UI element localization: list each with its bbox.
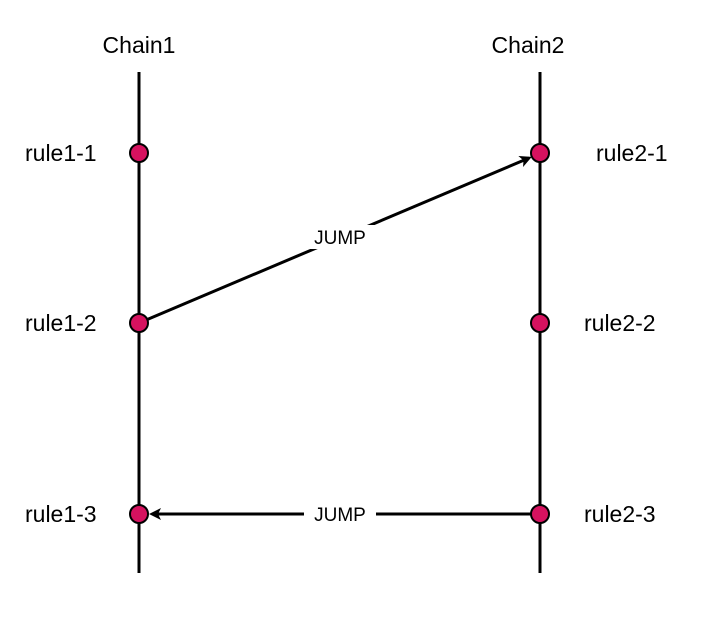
jump-label-1-bg (304, 225, 376, 249)
rule2-2-node (530, 313, 550, 333)
rule1-2-label: rule1-2 (25, 310, 97, 336)
rule2-3-label: rule2-3 (584, 501, 656, 527)
jump-label-1: JUMP (314, 228, 366, 249)
rule2-3-node (530, 504, 550, 524)
jump-label-2-bg (304, 502, 376, 526)
chain2-title: Chain2 (492, 32, 565, 58)
rule2-2-label: rule2-2 (584, 310, 656, 336)
rule1-1-label: rule1-1 (25, 140, 97, 166)
chain1-title: Chain1 (103, 32, 176, 58)
rule2-1-node (530, 143, 550, 163)
rule2-1-label: rule2-1 (596, 140, 668, 166)
rule1-3-node (129, 504, 149, 524)
rule1-2-node (129, 313, 149, 333)
rule1-1-node (129, 143, 149, 163)
rule1-3-label: rule1-3 (25, 501, 97, 527)
jump-label-2: JUMP (314, 505, 366, 526)
